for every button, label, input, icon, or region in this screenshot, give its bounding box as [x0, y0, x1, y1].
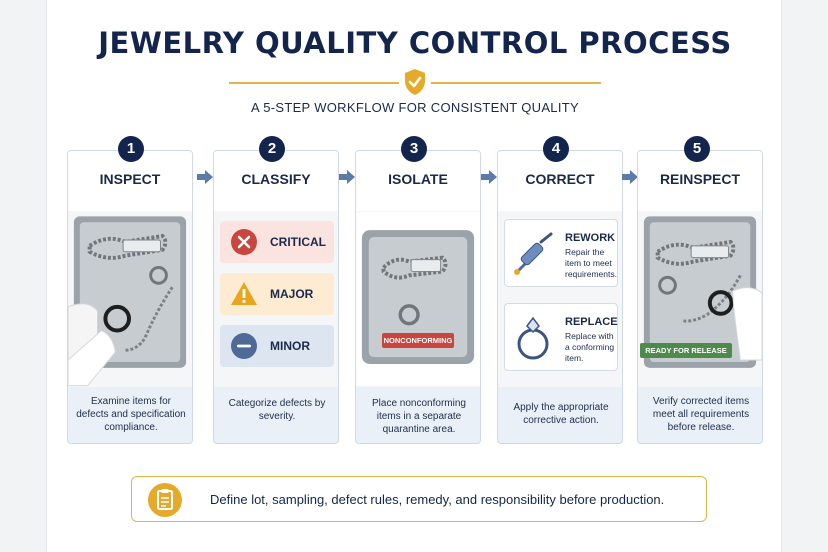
step-number-1: 1	[118, 136, 144, 162]
step-title: INSPECT	[99, 171, 161, 187]
infographic: JEWELRY QUALITY CONTROL PROCESS A 5-STEP…	[46, 0, 782, 552]
clipboard-icon	[148, 483, 182, 517]
step-number-3: 3	[401, 136, 427, 162]
action-replace: REPLACE Replace with a conforming item.	[504, 303, 618, 371]
inspect-tray-image	[68, 211, 192, 387]
release-tag: READY FOR RELEASE	[640, 343, 732, 358]
action-rework: REWORK Repair the item to meet requireme…	[504, 219, 618, 287]
soldering-tool-icon	[514, 232, 553, 275]
step-description: Categorize defects by severity.	[228, 398, 326, 422]
step-card-reinspect: REINSPECT READY FOR RELEASE Verify corre…	[637, 150, 763, 444]
step-title: REINSPECT	[659, 171, 741, 187]
warning-triangle-icon	[231, 282, 257, 305]
step-card-classify: CLASSIFY CRITICAL MAJOR MINOR Categorize…	[213, 150, 339, 444]
severity-list: CRITICAL MAJOR MINOR	[214, 211, 338, 387]
step-number-5: 5	[684, 136, 710, 162]
nonconforming-tag: NONCONFORMING	[382, 333, 454, 348]
step-card-isolate: ISOLATE NONCONFORMING Place nonconformin…	[355, 150, 481, 444]
ring-icon	[517, 316, 549, 360]
x-circle-icon	[231, 229, 257, 255]
step-number-2: 2	[259, 136, 285, 162]
severity-critical: CRITICAL	[220, 221, 334, 263]
step-card-inspect: INSPECT Examine items for defects and sp…	[67, 150, 193, 444]
arrow-right-icon	[339, 170, 355, 184]
footer-text: Define lot, sampling, defect rules, reme…	[210, 492, 665, 507]
reinspect-tray-image	[638, 211, 762, 387]
step-title: ISOLATE	[388, 171, 448, 187]
corrective-actions: REWORK Repair the item to meet requireme…	[498, 211, 622, 387]
minus-circle-icon	[231, 333, 257, 359]
page-title: JEWELRY QUALITY CONTROL PROCESS	[98, 26, 732, 60]
arrow-right-icon	[622, 170, 638, 184]
title-divider-left	[229, 82, 399, 84]
severity-major: MAJOR	[220, 273, 334, 315]
step-title: CLASSIFY	[241, 171, 311, 187]
step-description: Examine items for defects and specificat…	[76, 396, 186, 433]
step-number-4: 4	[543, 136, 569, 162]
arrow-right-icon	[197, 170, 213, 184]
arrow-right-icon	[481, 170, 497, 184]
step-card-correct: CORRECT REWORK Repair the item to meet r…	[497, 150, 623, 444]
step-title: CORRECT	[525, 171, 595, 187]
shield-check-icon	[405, 69, 425, 95]
page-subtitle: A 5-STEP WORKFLOW FOR CONSISTENT QUALITY	[251, 100, 579, 115]
footer-note: Define lot, sampling, defect rules, reme…	[131, 476, 707, 522]
step-description: Place nonconforming items in a separate …	[372, 398, 466, 435]
title-divider-right	[431, 82, 601, 84]
step-description: Verify corrected items meet all requirem…	[652, 396, 750, 433]
severity-minor: MINOR	[220, 325, 334, 367]
quarantine-tray-image	[356, 211, 480, 387]
step-description: Apply the appropriate corrective action.	[513, 402, 609, 426]
